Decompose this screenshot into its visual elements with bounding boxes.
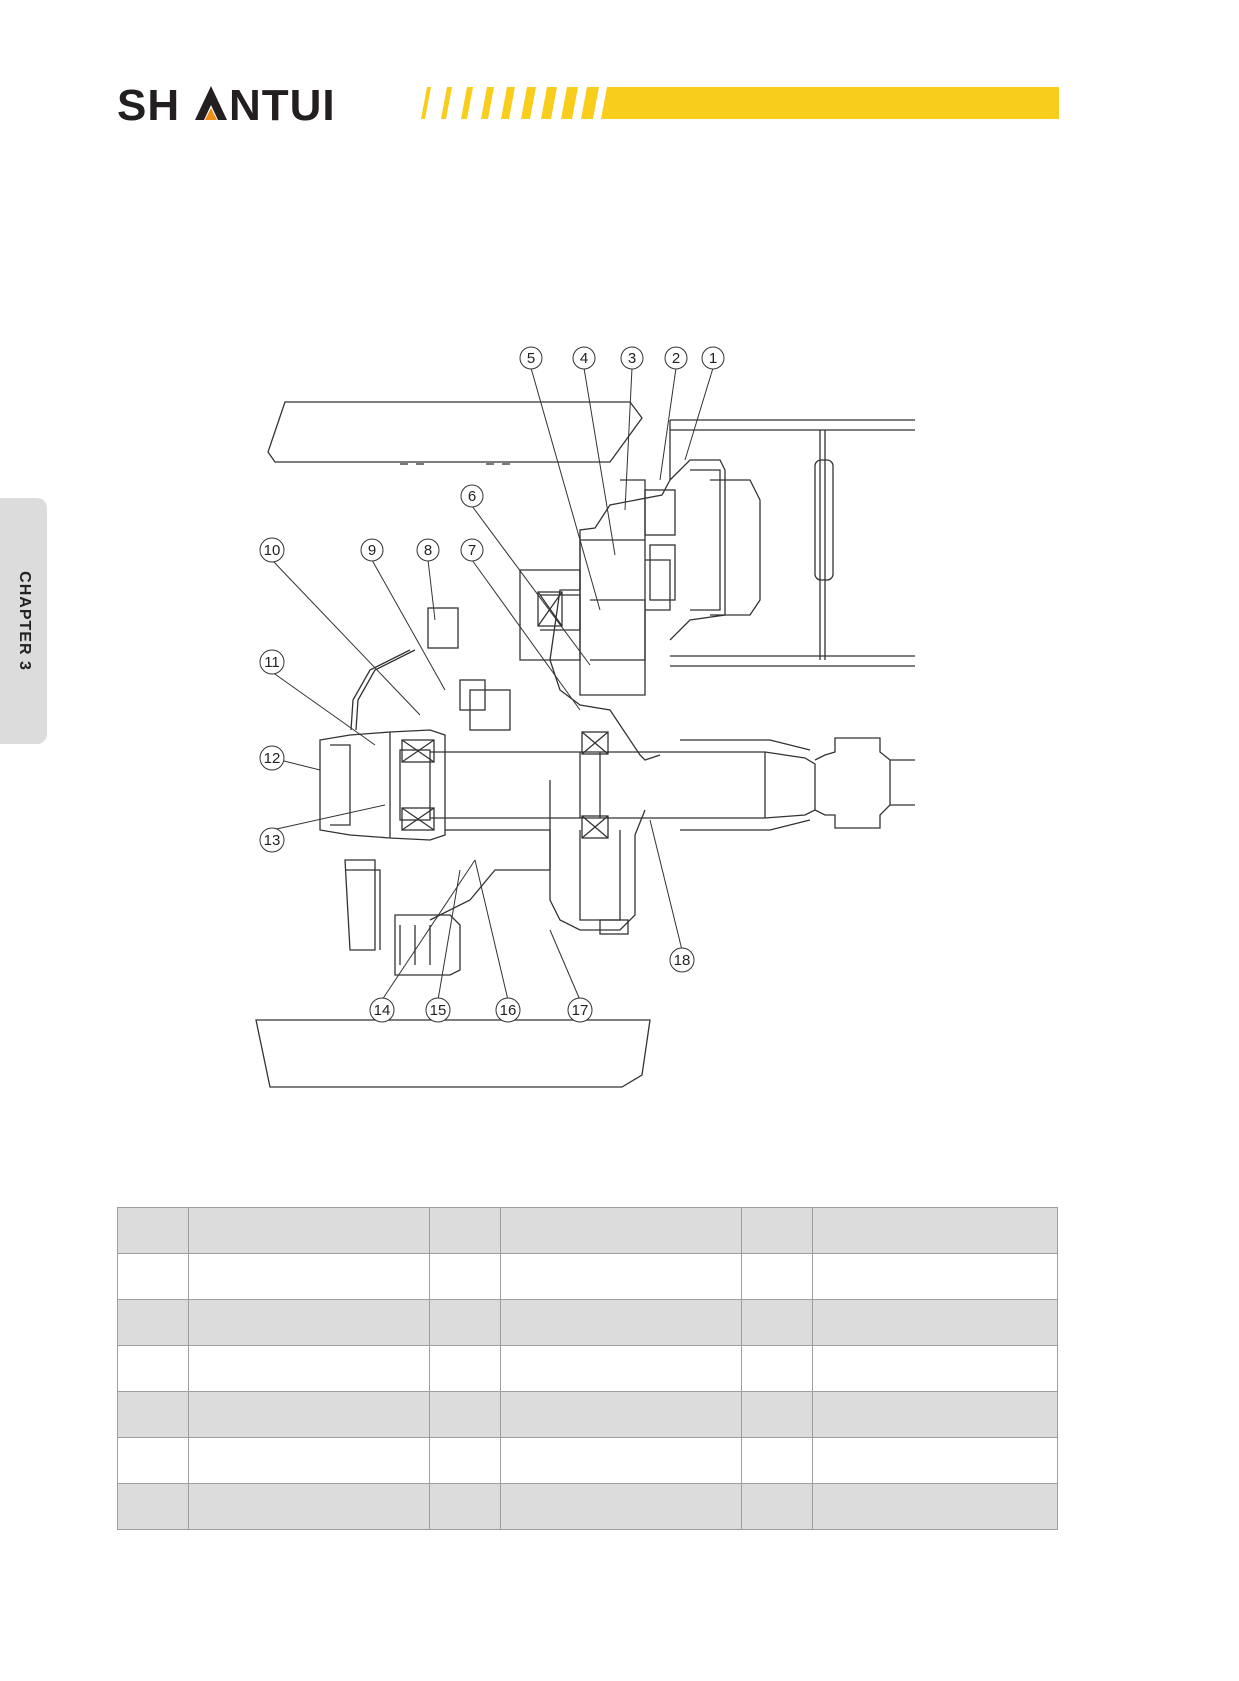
final-drive-cross-section-diagram: 1 2 3 4 5 6 7 8 9 10 11 12 13 14 15 16 1… — [255, 346, 915, 1088]
callout-15: 15 — [425, 997, 451, 1023]
svg-text:16: 16 — [500, 1002, 517, 1019]
callout-8: 8 — [416, 538, 440, 562]
callout-4: 4 — [572, 346, 596, 370]
svg-text:14: 14 — [374, 1002, 391, 1019]
chapter-tab: CHAPTER 3 — [0, 498, 47, 744]
svg-text:10: 10 — [264, 542, 281, 559]
svg-text:4: 4 — [580, 350, 588, 367]
callouts: 1 2 3 4 5 6 7 8 9 10 11 12 13 14 15 16 1… — [259, 346, 725, 1023]
callout-6: 6 — [460, 484, 484, 508]
svg-text:18: 18 — [674, 952, 691, 969]
svg-text:3: 3 — [628, 350, 636, 367]
shantui-logo-graphic: SH NTUI — [117, 81, 336, 130]
callout-12: 12 — [259, 745, 285, 771]
svg-text:7: 7 — [468, 542, 476, 559]
chapter-tab-label: CHAPTER 3 — [15, 571, 33, 671]
svg-text:15: 15 — [430, 1002, 447, 1019]
svg-text:9: 9 — [368, 542, 376, 559]
callout-3: 3 — [620, 346, 644, 370]
svg-text:8: 8 — [424, 542, 432, 559]
svg-text:12: 12 — [264, 750, 281, 767]
svg-text:17: 17 — [572, 1002, 589, 1019]
callout-17: 17 — [567, 997, 593, 1023]
table-row — [117, 1437, 1058, 1484]
callout-18: 18 — [669, 947, 695, 973]
callout-13: 13 — [259, 827, 285, 853]
svg-text:11: 11 — [264, 654, 280, 671]
table-row — [117, 1207, 1058, 1254]
parts-table — [117, 1207, 1058, 1530]
svg-text:13: 13 — [264, 832, 281, 849]
leader-lines — [271, 367, 714, 1001]
callout-5: 5 — [519, 346, 543, 370]
table-row — [117, 1299, 1058, 1346]
table-row — [117, 1391, 1058, 1438]
callout-9: 9 — [360, 538, 384, 562]
callout-1: 1 — [701, 346, 725, 370]
shantui-logo: SH NTUI — [117, 78, 367, 130]
svg-text:1: 1 — [709, 350, 717, 367]
svg-text:2: 2 — [672, 350, 680, 367]
callout-2: 2 — [664, 346, 688, 370]
svg-text:6: 6 — [468, 488, 476, 505]
table-row — [117, 1253, 1058, 1300]
callout-14: 14 — [369, 997, 395, 1023]
svg-text:5: 5 — [527, 350, 535, 367]
callout-10: 10 — [259, 537, 285, 563]
diagram-linework — [255, 401, 915, 1088]
callout-16: 16 — [495, 997, 521, 1023]
header-stripe-bar — [421, 87, 1059, 119]
svg-text:SH: SH — [117, 81, 180, 130]
callout-11: 11 — [259, 649, 285, 675]
callout-7: 7 — [460, 538, 484, 562]
svg-text:NTUI: NTUI — [229, 81, 336, 130]
table-row — [117, 1483, 1058, 1530]
table-row — [117, 1345, 1058, 1392]
